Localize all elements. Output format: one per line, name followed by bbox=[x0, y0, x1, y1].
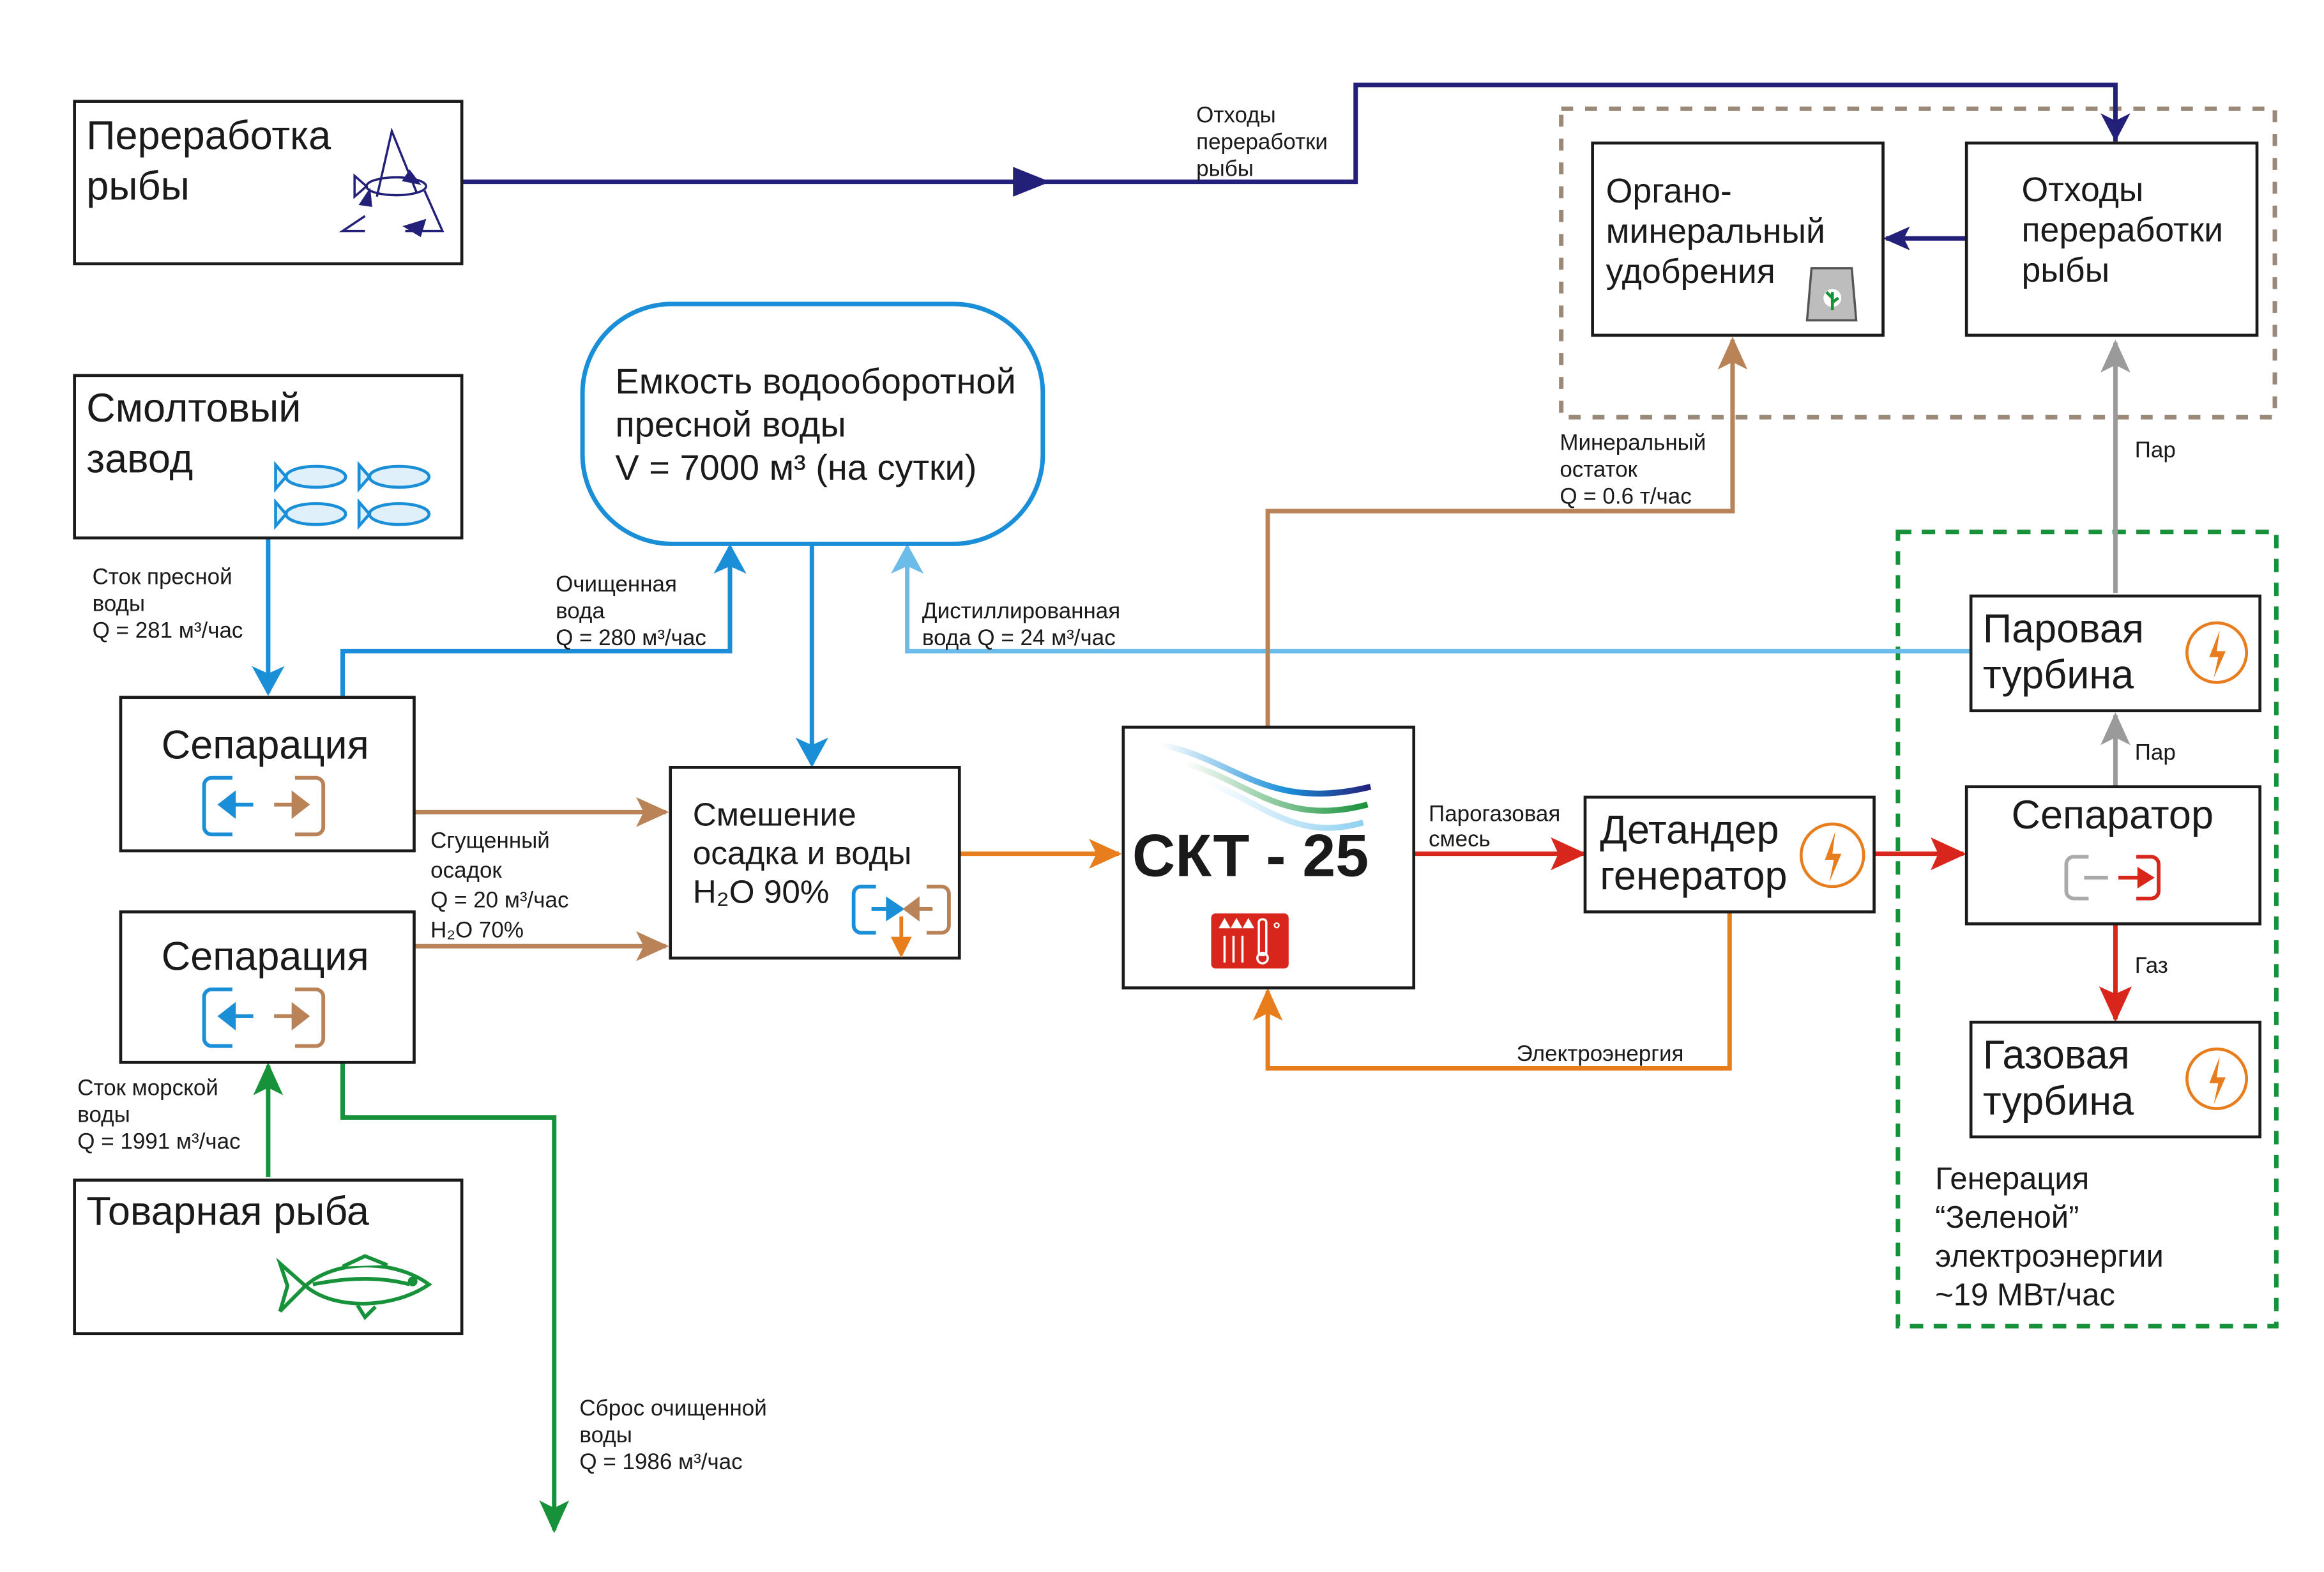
node-separator: Сепаратор bbox=[1964, 785, 2262, 926]
flow-electricity bbox=[1252, 912, 1732, 1071]
separator-icon bbox=[2064, 855, 2161, 901]
label-electricity: Электроэнергия bbox=[1517, 1041, 1684, 1066]
fertilizer-bag-icon bbox=[1805, 267, 1858, 322]
separation-icon bbox=[202, 775, 326, 837]
node-separation-1: Сепарация bbox=[119, 696, 416, 853]
fish-icon bbox=[276, 1254, 432, 1320]
wave-logo-icon bbox=[1161, 742, 1372, 831]
label-steam-1: Пар bbox=[2135, 438, 2176, 462]
lightning-icon bbox=[2185, 621, 2249, 684]
flow-discharge bbox=[340, 1062, 570, 1534]
node-commercial-fish: Товарная рыба bbox=[73, 1179, 464, 1336]
mixing-icon bbox=[851, 885, 951, 958]
svg-text:Сепарация: Сепарация bbox=[162, 935, 369, 979]
lightning-icon bbox=[2185, 1047, 2249, 1110]
label-steam-2: Пар bbox=[2135, 740, 2176, 765]
label-gas: Газ bbox=[2135, 953, 2168, 978]
flow-mineral-residue bbox=[1265, 337, 1748, 728]
flow-purified-water bbox=[340, 544, 747, 696]
fertilizer-group-frame bbox=[1559, 106, 2277, 420]
node-separation-2: Сепарация bbox=[119, 910, 416, 1064]
fish-recycle-icon bbox=[338, 127, 444, 238]
green-energy-group-frame bbox=[1895, 530, 2279, 1329]
svg-text:Сепаратор: Сепаратор bbox=[2012, 793, 2214, 837]
svg-text:Товарная рыба: Товарная рыба bbox=[86, 1189, 370, 1233]
flow-distilled-water bbox=[890, 544, 1971, 653]
fish-school-icon bbox=[274, 461, 431, 530]
separation-icon bbox=[202, 987, 326, 1048]
green-energy-label: Генерация“Зеленой”электроэнергии~19 МВт/… bbox=[1935, 1161, 2164, 1312]
flow-waste-to-fertilizer bbox=[1883, 226, 1967, 250]
heat-thermometer-icon bbox=[1211, 913, 1289, 969]
svg-text:СКТ - 25: СКТ - 25 bbox=[1132, 823, 1369, 889]
lightning-icon bbox=[1799, 822, 1865, 889]
flow-fish-waste bbox=[462, 82, 2130, 197]
node-skt-25: СКТ - 25 bbox=[1121, 726, 1416, 989]
svg-text:Сепарация: Сепарация bbox=[162, 722, 369, 767]
